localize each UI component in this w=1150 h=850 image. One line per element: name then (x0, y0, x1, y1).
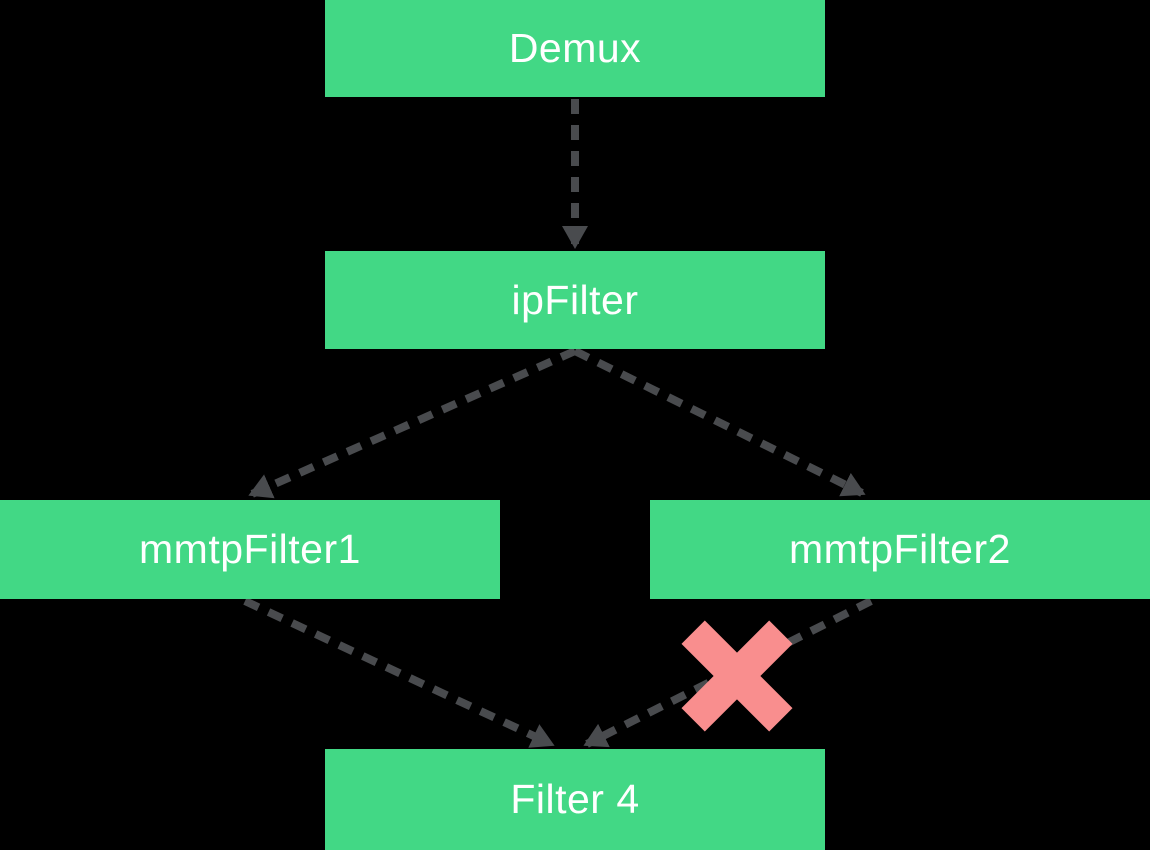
node-mmtpfilter2: mmtpFilter2 (650, 500, 1150, 599)
edge-ipfilter-to-mmtpfilter1 (248, 347, 577, 499)
edge-ipfilter-to-mmtpfilter2 (573, 347, 866, 497)
node-ipfilter: ipFilter (325, 251, 825, 349)
node-mmtpfilter1: mmtpFilter1 (0, 500, 500, 599)
node-demux: Demux (325, 0, 825, 97)
blocked-x-icon (681, 620, 793, 732)
node-ipfilter-label: ipFilter (511, 276, 639, 323)
edge-mmtpfilter1-to-filter4 (243, 597, 555, 748)
node-demux-label: Demux (508, 25, 642, 71)
node-mmtpfilter2-label: mmtpFilter2 (789, 526, 1011, 572)
node-filter4: Filter 4 (325, 749, 825, 850)
node-filter4-label: Filter 4 (510, 776, 640, 822)
node-mmtpfilter1-label: mmtpFilter1 (139, 526, 361, 572)
